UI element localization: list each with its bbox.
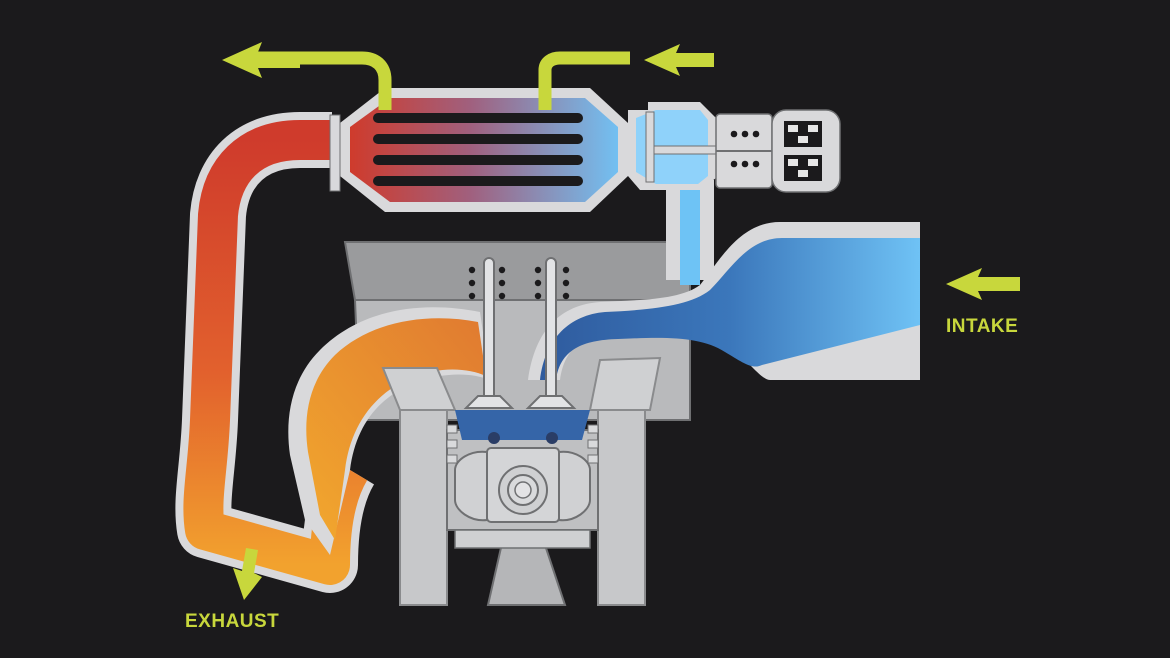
- exhaust-port: [288, 307, 490, 555]
- egr-valve: [628, 102, 841, 193]
- exhaust-label: EXHAUST: [185, 611, 280, 632]
- cylinder-block: [381, 356, 662, 606]
- actuator-connector: [784, 121, 822, 181]
- head-bolts: [468, 266, 570, 300]
- egr-return-pipe: [666, 180, 714, 285]
- arrow-left-icon: [644, 44, 714, 76]
- coolant-pipes: [258, 51, 630, 110]
- arrow-down-icon: [233, 548, 262, 600]
- arrow-left-icon: [946, 268, 1020, 300]
- cooler-tubes: [373, 113, 583, 186]
- flow-arrows: [222, 42, 1020, 600]
- arrow-left-icon: [222, 42, 300, 78]
- egr-cooler: [329, 88, 628, 212]
- intake-label: INTAKE: [946, 316, 1019, 337]
- intake-runner: [528, 222, 920, 380]
- valves: [463, 257, 577, 444]
